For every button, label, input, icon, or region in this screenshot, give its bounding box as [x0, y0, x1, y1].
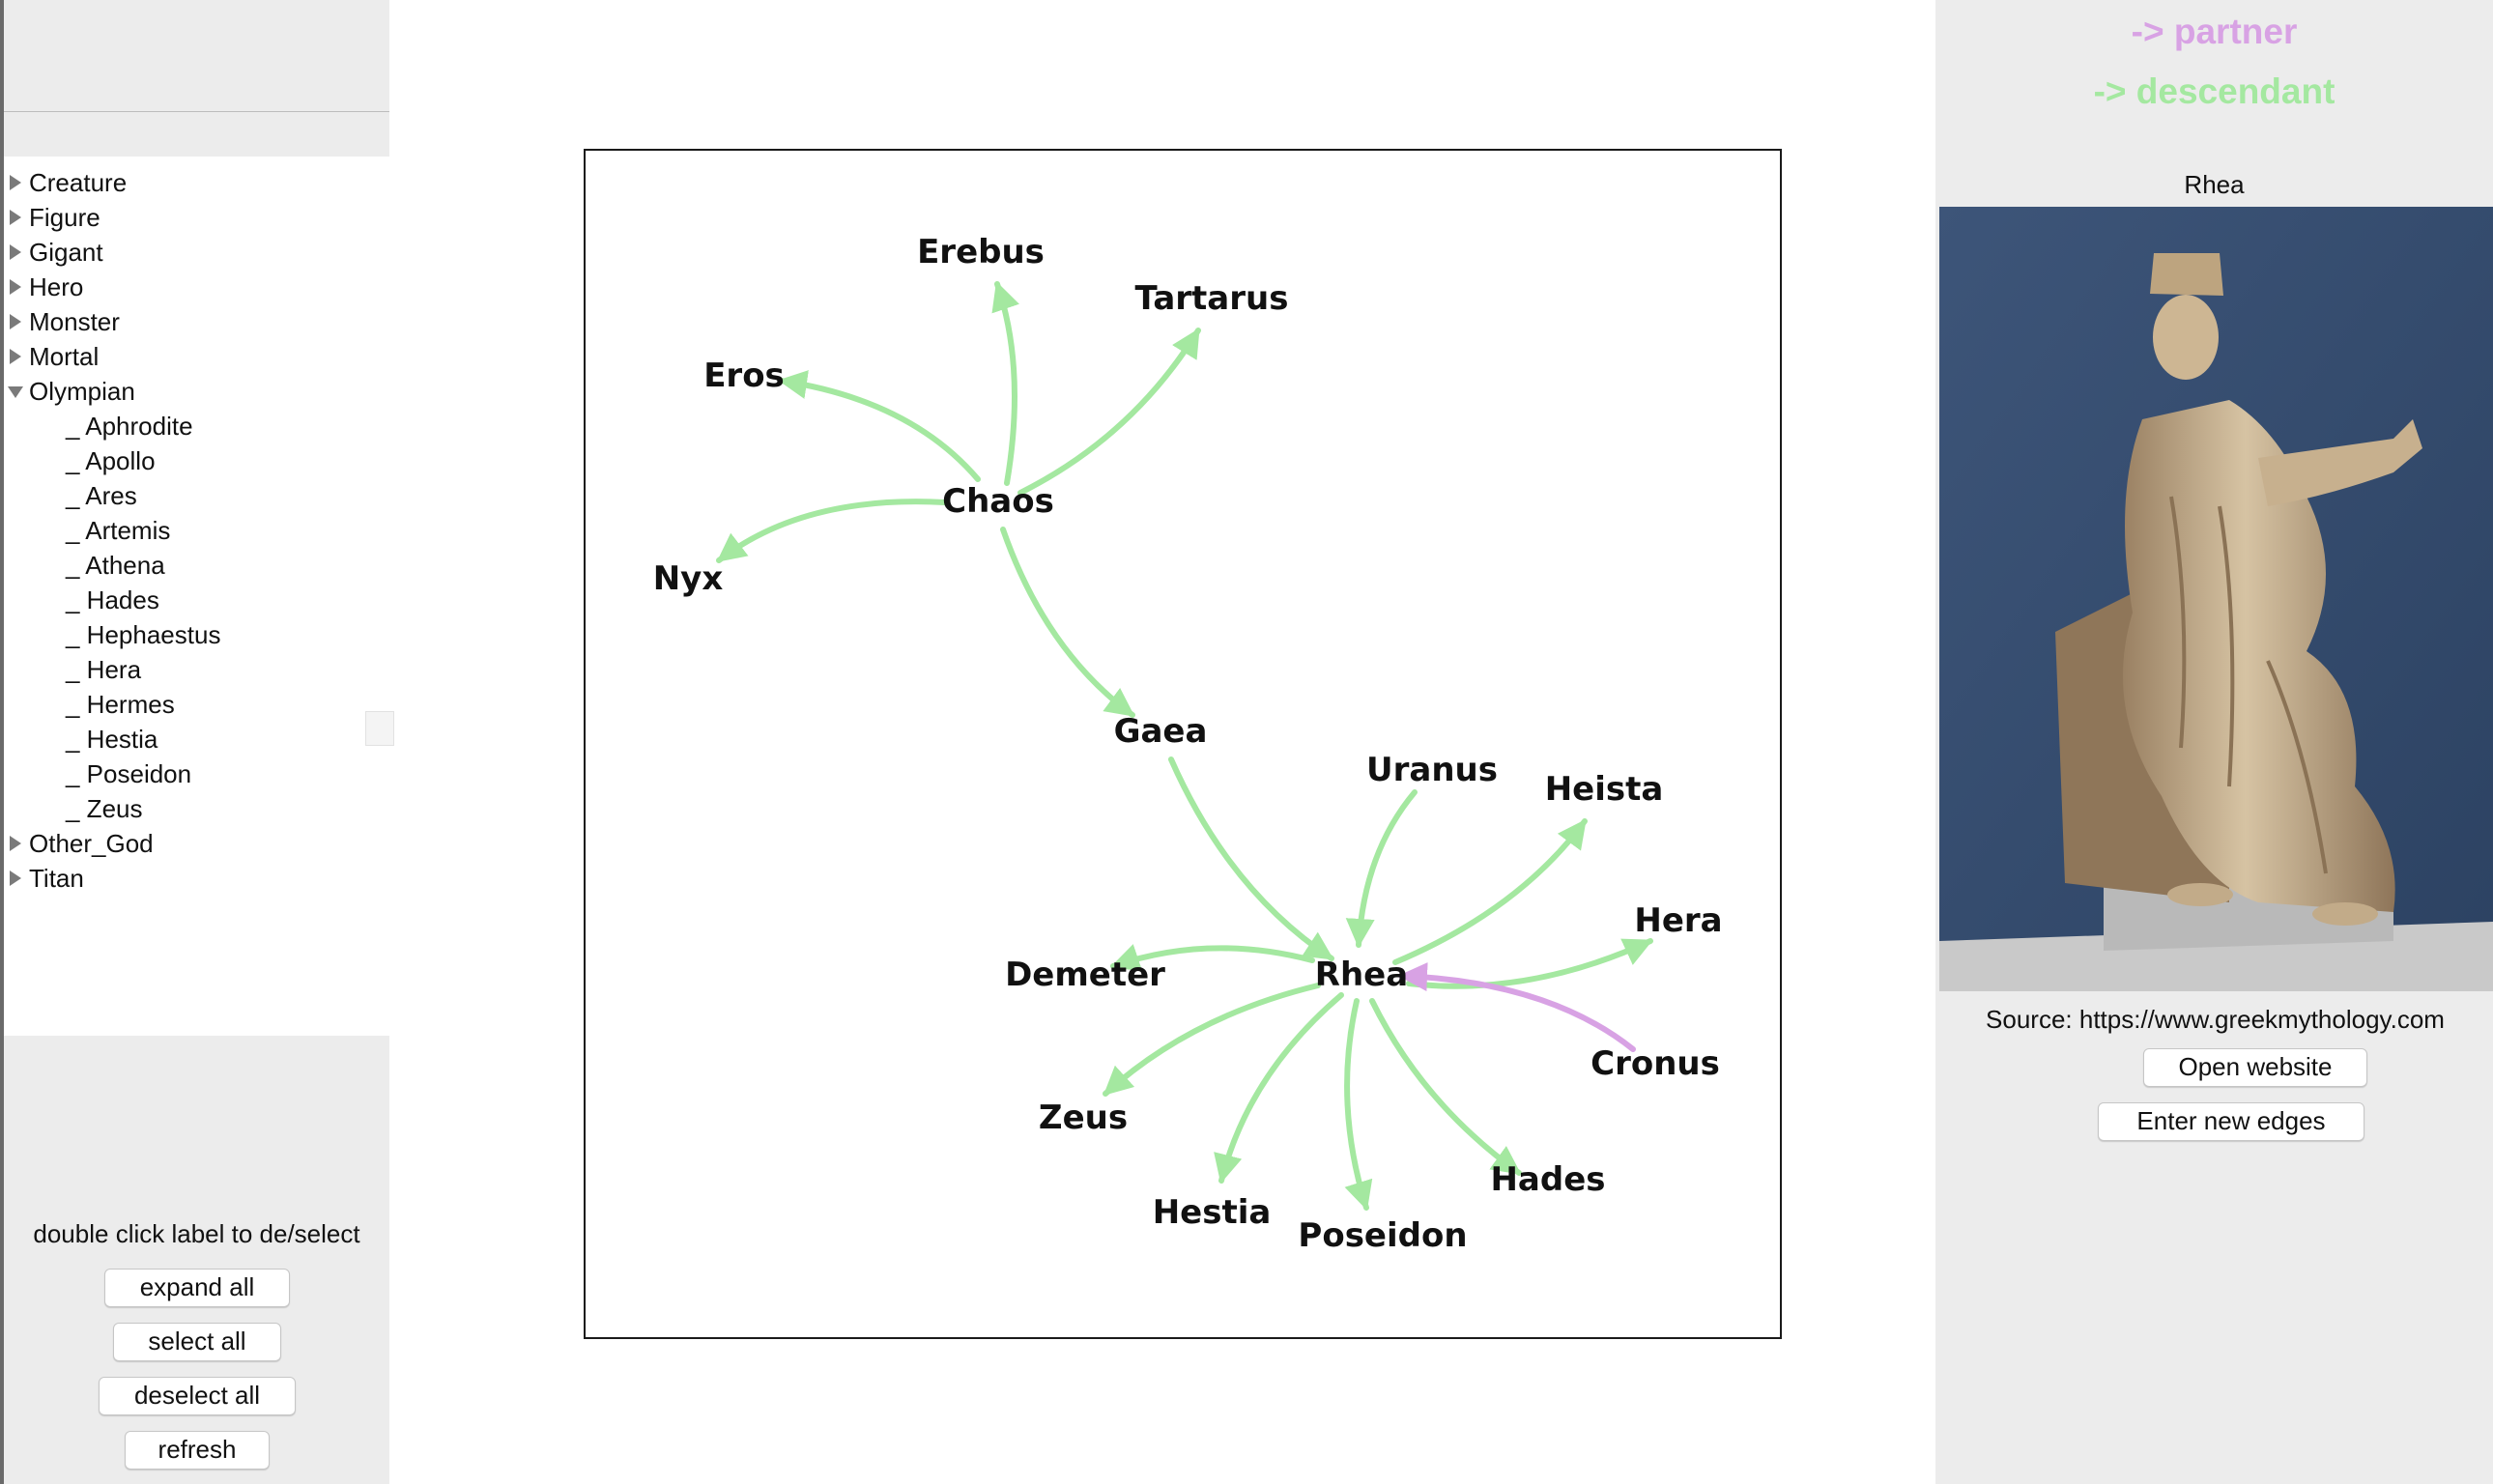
tree-category-label: Mortal [29, 342, 100, 371]
tree-category-label: Hero [29, 272, 84, 301]
tree-category-label: Creature [29, 168, 128, 197]
tree-category-label: Titan [29, 864, 84, 893]
node-heista[interactable]: Heista [1545, 770, 1664, 809]
enter-new-edges-button[interactable]: Enter new edges [2098, 1102, 2364, 1141]
tree-item[interactable]: _ Hephaestus [66, 620, 221, 649]
edge-chaos-gaea [1000, 527, 1135, 718]
edge-chaos-nyx [716, 499, 948, 563]
edge-cronus-rhea [1398, 962, 1636, 1052]
node-hestia[interactable]: Hestia [1153, 1193, 1272, 1232]
node-poseidon[interactable]: Poseidon [1298, 1216, 1467, 1255]
expand-all-button[interactable]: expand all [104, 1269, 290, 1307]
node-demeter[interactable]: Demeter [1005, 956, 1165, 994]
expand-arrow-icon[interactable] [10, 175, 21, 190]
tree-category-label: Gigant [29, 238, 103, 267]
node-uranus[interactable]: Uranus [1366, 751, 1498, 789]
node-zeus[interactable]: Zeus [1039, 1099, 1128, 1137]
node-nyx[interactable]: Nyx [653, 559, 724, 598]
window-edge [0, 0, 4, 1484]
tree-item[interactable]: _ Poseidon [66, 759, 192, 788]
edge-rhea-hades [1369, 998, 1522, 1176]
expand-arrow-icon[interactable] [10, 836, 21, 851]
open-website-button[interactable]: Open website [2143, 1048, 2367, 1087]
expand-arrow-icon[interactable] [10, 314, 21, 329]
node-hera[interactable]: Hera [1634, 901, 1722, 940]
expand-arrow-icon[interactable] [10, 279, 21, 295]
selected-figure-name: Rhea [2184, 170, 2245, 199]
tree-scrollbar[interactable] [365, 711, 394, 746]
detail-panel: -> partner -> descendant Rhea [1935, 0, 2493, 1484]
edge-rhea-hestia [1214, 992, 1344, 1184]
tree-item[interactable]: _ Aphrodite [66, 412, 193, 441]
graph-canvas[interactable]: Erebus Tartarus Eros Chaos Nyx Gaea Uran… [586, 151, 1780, 1337]
tree-item[interactable]: _ Hades [66, 585, 159, 614]
edge-chaos-eros [778, 370, 981, 482]
edge-rhea-demeter [1110, 944, 1315, 972]
node-tartarus[interactable]: Tartarus [1135, 279, 1289, 318]
tree-item[interactable]: _ Zeus [66, 794, 143, 823]
legend-partner: -> partner [2131, 12, 2298, 51]
tree-item[interactable]: _ Ares [66, 481, 137, 510]
tree-item[interactable]: _ Athena [66, 551, 165, 580]
expand-arrow-icon[interactable] [10, 244, 21, 260]
tree-item[interactable]: _ Hermes [66, 690, 175, 719]
node-rhea[interactable]: Rhea [1315, 956, 1408, 994]
tree-item[interactable]: _ Hera [66, 655, 142, 684]
tree-category-label: Other_God [29, 829, 154, 858]
node-gaea[interactable]: Gaea [1114, 712, 1208, 751]
node-eros[interactable]: Eros [703, 357, 785, 395]
edge-rhea-poseidon [1344, 998, 1373, 1211]
node-hades[interactable]: Hades [1490, 1160, 1605, 1199]
node-chaos[interactable]: Chaos [942, 482, 1054, 521]
expand-arrow-icon[interactable] [10, 210, 21, 225]
edge-uranus-rhea [1345, 789, 1418, 948]
figure-image [1939, 207, 2493, 991]
legend-descendant: -> descendant [2093, 71, 2335, 111]
edge-gaea-rhea [1168, 756, 1334, 961]
deselect-all-button[interactable]: deselect all [99, 1377, 296, 1415]
expand-arrow-icon[interactable] [10, 349, 21, 364]
edge-chaos-tartarus [1017, 328, 1201, 496]
source-text: Source: https://www.greekmythology.com [1986, 1005, 2445, 1034]
edge-rhea-hera [1406, 938, 1653, 989]
tree-category-label: Olympian [29, 377, 135, 406]
hint-text: double click label to de/select [33, 1219, 360, 1248]
node-erebus[interactable]: Erebus [917, 233, 1045, 271]
tree-item[interactable]: _ Artemis [66, 516, 171, 545]
edge-rhea-heista [1392, 818, 1588, 965]
select-all-button[interactable]: select all [113, 1323, 281, 1361]
expand-arrow-icon[interactable] [10, 870, 21, 886]
tree-category-label: Figure [29, 203, 100, 232]
edge-chaos-erebus [991, 281, 1019, 486]
family-graph[interactable]: Erebus Tartarus Eros Chaos Nyx Gaea Uran… [584, 149, 1782, 1339]
refresh-button[interactable]: refresh [125, 1431, 270, 1470]
edge-rhea-zeus [1103, 983, 1321, 1097]
node-cronus[interactable]: Cronus [1590, 1044, 1720, 1083]
filter-bar[interactable] [4, 111, 389, 157]
collapse-arrow-icon[interactable] [8, 386, 23, 398]
tree-item[interactable]: _ Apollo [66, 446, 156, 475]
tree-item[interactable]: _ Hestia [66, 725, 158, 754]
tree-category-label: Monster [29, 307, 120, 336]
